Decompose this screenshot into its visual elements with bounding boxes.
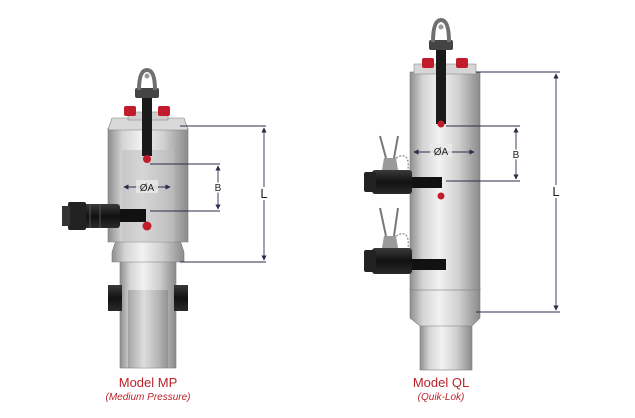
model-mp-caption: Model MP (Medium Pressure) bbox=[80, 375, 216, 404]
ql-diameter-label: ØA bbox=[434, 147, 449, 158]
ql-dimension-lines bbox=[413, 71, 560, 313]
mp-right-clamp bbox=[174, 285, 188, 311]
mp-offset-label: B bbox=[215, 183, 222, 194]
mp-side-valve bbox=[62, 202, 146, 230]
model-mp-title: Model MP bbox=[118, 375, 178, 390]
ql-red-marker-middle bbox=[437, 192, 445, 200]
ql-upper-valve bbox=[364, 135, 442, 194]
mp-red-marker-top bbox=[143, 155, 151, 163]
mp-dimension-lines bbox=[123, 125, 267, 263]
ql-offset-label: B bbox=[513, 150, 520, 161]
mp-diameter-label: ØA bbox=[140, 183, 155, 194]
mp-lifting-shackle bbox=[135, 67, 159, 98]
ql-lifting-shackle bbox=[429, 17, 453, 50]
model-ql-title: Model QL bbox=[412, 375, 470, 390]
mp-left-clamp bbox=[108, 285, 122, 311]
ql-red-knob-left bbox=[422, 58, 434, 68]
model-mp-illustration bbox=[62, 67, 189, 369]
model-ql-illustration bbox=[364, 17, 481, 371]
model-ql-caption: Model QL (Quik-Lok) bbox=[376, 375, 506, 404]
ql-length-label: L bbox=[552, 184, 559, 199]
ql-lower-valve bbox=[364, 207, 446, 274]
mp-red-knob-right bbox=[158, 106, 170, 116]
ql-red-marker-top bbox=[437, 120, 445, 128]
model-mp-subtitle: (Medium Pressure) bbox=[105, 392, 191, 403]
model-ql-subtitle: (Quik-Lok) bbox=[417, 392, 465, 403]
mp-red-knob-left bbox=[124, 106, 136, 116]
mp-length-label: L bbox=[260, 186, 267, 201]
mp-red-marker-bottom bbox=[142, 221, 152, 231]
ql-red-knob-right bbox=[456, 58, 468, 68]
